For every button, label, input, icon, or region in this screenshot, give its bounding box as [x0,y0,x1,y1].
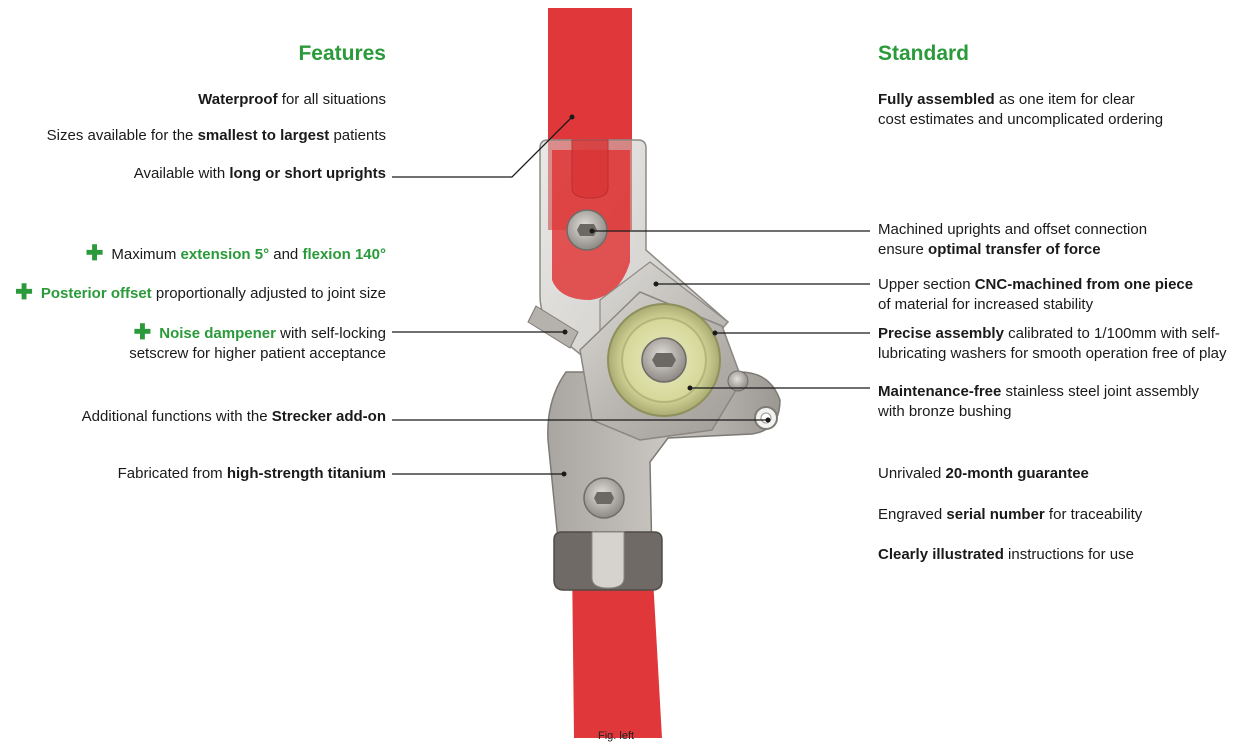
label-text: with self-locking [275,325,386,342]
emphasis-text: Fully assembled [878,91,995,108]
emphasis-text: optimal transfer of force [928,241,1101,258]
features-heading: Features [298,42,386,65]
emphasis-text: Noise dampener [159,325,276,342]
feature-label: Fabricated from high-strength titanium [118,464,386,484]
label-line: Unrivaled 20-month guarantee [878,464,1089,484]
label-line: ✚ Noise dampener with self-locking [129,321,386,344]
emphasis-text: Clearly illustrated [878,546,1004,563]
label-line: Additional functions with the Strecker a… [82,407,386,427]
label-text: for all situations [277,91,386,108]
label-text: Upper section [878,276,975,293]
emphasis-text: CNC-machined from one piece [974,276,1194,293]
label-line: ensure optimal transfer of force [878,240,1147,260]
leader-lines [392,116,870,475]
emphasis-text: serial number [946,506,1045,523]
standard-heading: Standard [878,42,970,65]
label-text: and [269,246,303,263]
label-line: of material for increased stability [878,296,1094,313]
emphasis-text: Strecker add-on [271,408,386,425]
label-line: lubricating washers for smooth operation… [878,345,1227,362]
feature-label: ✚ Posterior offset proportionally adjuste… [15,281,386,304]
label-line: ✚ Maximum extension 5° and flexion 140° [85,242,386,265]
emphasis-text: flexion 140° [302,246,386,263]
label-line: Waterproof for all situations [198,90,386,110]
label-line: Sizes available for the smallest to larg… [47,126,386,146]
standard-label: Upper section CNC-machined from one piec… [878,275,1193,315]
label-text: stainless steel joint assembly [1001,383,1199,400]
label-line: Engraved serial number for traceability [878,505,1142,525]
standard-label: Clearly illustrated instructions for use [878,545,1134,565]
standard-label: Engraved serial number for traceability [878,505,1142,525]
label-line: cost estimates and uncomplicated orderin… [878,111,1164,128]
label-line: Precise assembly calibrated to 1/100mm w… [878,324,1227,344]
emphasis-text: 20-month guarantee [945,465,1089,482]
label-text: Available with [133,165,230,182]
label-line: Upper section CNC-machined from one piec… [878,275,1193,295]
label-line: Fabricated from high-strength titanium [118,464,386,484]
standard-label: Machined uprights and offset connection e… [878,220,1147,260]
standard-label: Maintenance-free stainless steel joint a… [878,382,1199,422]
emphasis-text: smallest to largest [197,127,330,144]
label-text: patients [329,127,386,144]
label-text: for traceability [1044,506,1143,523]
label-text: Engraved [878,506,947,523]
label-text: Additional functions with the [81,408,272,425]
label-text: Sizes available for the [46,127,198,144]
label-text: Unrivaled [878,465,946,482]
label-text: instructions for use [1003,546,1134,563]
standard-label: Precise assembly calibrated to 1/100mm w… [878,324,1227,364]
label-line: Available with long or short uprights [134,164,386,184]
emphasis-text: Precise assembly [878,325,1004,342]
label-line: Maintenance-free stainless steel joint a… [878,382,1199,402]
standard-label: Unrivaled 20-month guarantee [878,464,1089,484]
figure-caption: Fig. left [598,730,635,742]
plus-icon: ✚ [15,281,33,304]
feature-label: ✚ Maximum extension 5° and flexion 140° [85,242,386,265]
plus-icon: ✚ [85,242,104,265]
label-line: with bronze bushing [878,403,1012,420]
feature-label: ✚ Noise dampener with self-locking setscre… [129,321,386,364]
feature-label: Sizes available for the smallest to larg… [47,126,386,146]
label-text: as one item for clear [994,91,1135,108]
emphasis-text: long or short uprights [229,165,386,182]
label-text: ensure [878,241,929,258]
label-text: Machined uprights and offset connection [878,221,1148,238]
plus-icon: ✚ [133,321,152,344]
label-text: Maximum [111,246,181,263]
feature-label: Waterproof for all situations [198,90,386,110]
label-text: proportionally adjusted to joint size [151,285,386,302]
label-line: Clearly illustrated instructions for use [878,545,1134,565]
label-line: Machined uprights and offset connection [878,220,1147,240]
lower-upright [572,560,662,738]
label-text: Fabricated from [117,465,227,482]
emphasis-text: Maintenance-free [878,383,1002,400]
emphasis-text: high-strength titanium [226,465,386,482]
emphasis-text: Waterproof [198,91,278,108]
emphasis-text: extension 5° [180,246,270,263]
label-text: calibrated to 1/100mm with self- [1003,325,1220,342]
emphasis-text: Posterior offset [40,285,152,302]
label-line: ✚ Posterior offset proportionally adjuste… [15,281,386,304]
feature-label: Additional functions with the Strecker a… [82,407,386,427]
label-line: setscrew for higher patient acceptance [129,345,386,362]
feature-label: Available with long or short uprights [134,164,386,184]
label-line: Fully assembled as one item for clear [878,90,1163,110]
